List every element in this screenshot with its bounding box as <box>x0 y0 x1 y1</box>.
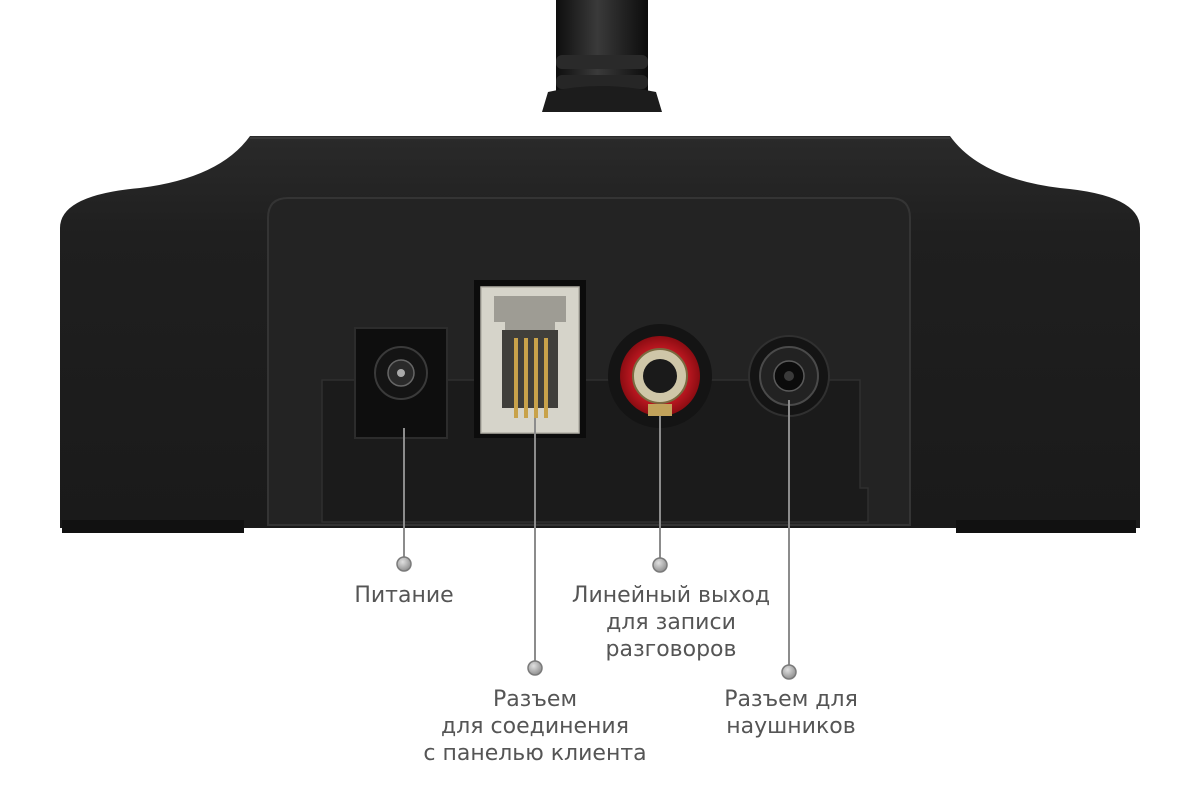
label-rj-connector: Разъем для соединения с панелью клиента <box>423 686 646 767</box>
rj-connector-icon <box>474 280 586 438</box>
label-headphones-line-1: Разъем для <box>724 687 858 712</box>
label-power: Питание <box>354 582 453 609</box>
label-line-out-line-1: Линейный выход <box>571 583 771 608</box>
label-line-out-line-2: для записи <box>606 610 736 635</box>
label-power-line: Питание <box>354 583 454 608</box>
label-rj-line-1: Разъем <box>492 687 578 712</box>
dot-power <box>396 556 412 572</box>
dot-rj <box>527 660 543 676</box>
label-line-out: Линейный выход для записи разговоров <box>572 582 770 663</box>
dc-power-jack-icon <box>354 327 448 439</box>
dot-line-out <box>652 557 668 573</box>
leader-lines <box>403 400 790 667</box>
label-headphones-line-2: наушников <box>726 714 856 739</box>
label-rj-line-2: для соединения <box>441 714 629 739</box>
right-foot <box>956 520 1136 533</box>
rca-jack-icon <box>608 324 712 428</box>
label-line-out-line-3: разговоров <box>605 637 737 662</box>
gooseneck <box>542 0 662 112</box>
dot-headphones <box>781 664 797 680</box>
label-headphones: Разъем для наушников <box>724 686 858 740</box>
callout-dots <box>396 556 797 680</box>
label-rj-line-3: с панелью клиента <box>423 741 647 766</box>
left-foot <box>62 520 244 533</box>
